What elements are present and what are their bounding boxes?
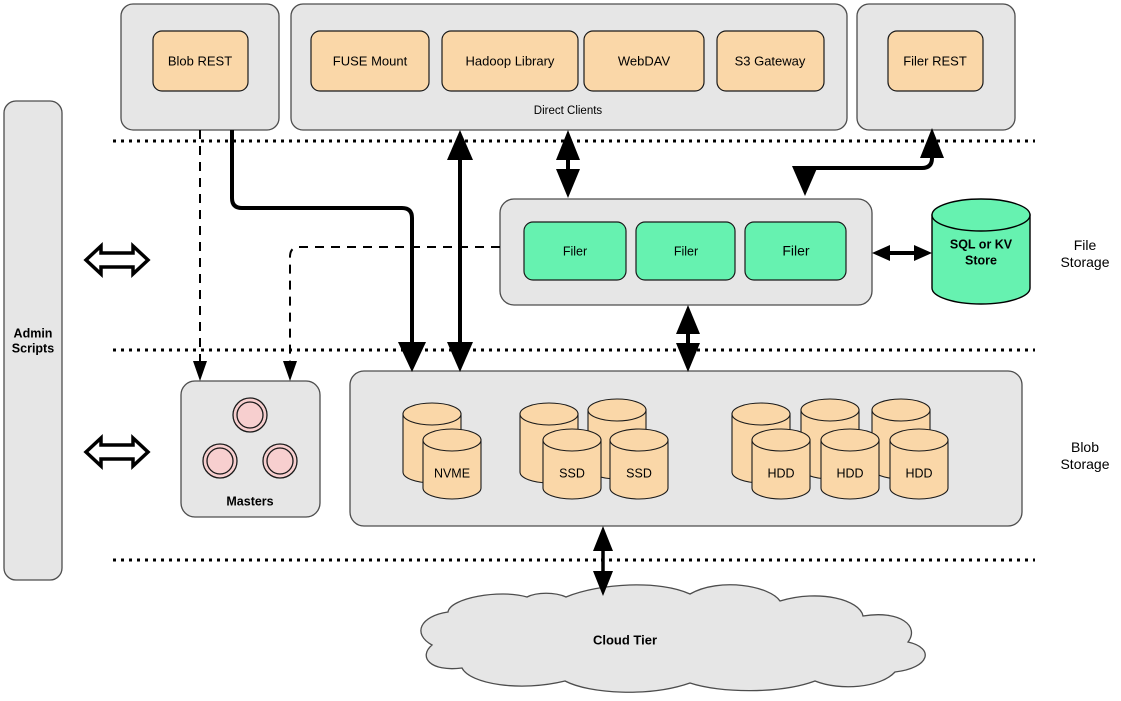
masters-label: Masters [226,494,273,508]
file-storage-label-line1: File [1074,237,1097,253]
filer-to-volume-flow [676,305,700,372]
fuse-mount-label: FUSE Mount [333,53,408,68]
blob-rest-box[interactable] [152,30,249,92]
hdd-label-2: HDD [836,466,863,480]
master-node-3[interactable] [262,443,298,479]
filer-label-2: Filer [674,244,698,258]
filer-label-3: Filer [782,243,810,259]
blob-storage-label-line1: Blob [1071,439,1099,455]
direct-clients-caption: Direct Clients [534,105,603,117]
fuse-mount-box[interactable] [310,30,430,92]
s3-gateway-box[interactable] [716,30,825,92]
filer-box-3[interactable] [744,221,847,281]
hdd-disk-front-3[interactable] [889,428,949,500]
ssd-disk-front-1[interactable] [542,428,602,500]
webdav-label: WebDAV [618,53,671,68]
admin-scripts-label-line2: Scripts [12,341,54,355]
ssd-disk-front-2[interactable] [609,428,669,500]
sql-kv-store-label-line2: Store [965,253,997,267]
filer-box-1[interactable] [523,221,627,281]
blob-rest-to-masters-dashed [193,130,207,381]
filer-box-2[interactable] [635,221,736,281]
ssd-label-1: SSD [559,466,585,480]
blob-rest-label: Blob REST [168,53,232,68]
cloud-tier-label: Cloud Tier [593,632,657,647]
admin-to-masters-arrow-icon [83,433,151,471]
webdav-box[interactable] [583,30,705,92]
direct-clients-to-volume-flow [447,130,473,372]
ssd-label-2: SSD [626,466,652,480]
hdd-label-3: HDD [905,466,932,480]
filer-rest-to-filer-flow [792,128,944,196]
nvme-disk-front[interactable] [422,428,482,500]
hdd-disk-front-1[interactable] [751,428,811,500]
admin-scripts-panel[interactable] [3,100,63,581]
filer-to-store-arrow-icon [872,245,932,261]
s3-gateway-label: S3 Gateway [735,53,806,68]
hdd-disk-front-2[interactable] [820,428,880,500]
hdd-label-1: HDD [767,466,794,480]
blob-rest-to-volume-flow [230,130,426,372]
blob-storage-label-line2: Storage [1060,456,1109,472]
nvme-label: NVME [434,466,470,480]
filer-label-1: Filer [563,244,587,258]
master-node-2[interactable] [202,443,238,479]
master-node-1[interactable] [232,397,268,433]
file-storage-label-line2: Storage [1060,254,1109,270]
admin-to-filer-arrow-icon [83,241,151,279]
cloud-tier-shape[interactable] [420,584,926,693]
filer-rest-label: Filer REST [903,53,967,68]
hadoop-library-box[interactable] [441,30,579,92]
filer-rest-box[interactable] [887,30,984,92]
sql-kv-store-label-line1: SQL or KV [950,237,1013,251]
masters-group[interactable] [180,380,321,518]
admin-scripts-label-line1: Admin [14,326,53,340]
sql-kv-store-cylinder[interactable] [931,198,1031,305]
volume-to-cloud-flow [593,526,613,596]
filer-to-masters-dashed [283,246,500,381]
hadoop-library-label: Hadoop Library [466,53,555,68]
direct-clients-to-filer-flow [556,130,580,198]
